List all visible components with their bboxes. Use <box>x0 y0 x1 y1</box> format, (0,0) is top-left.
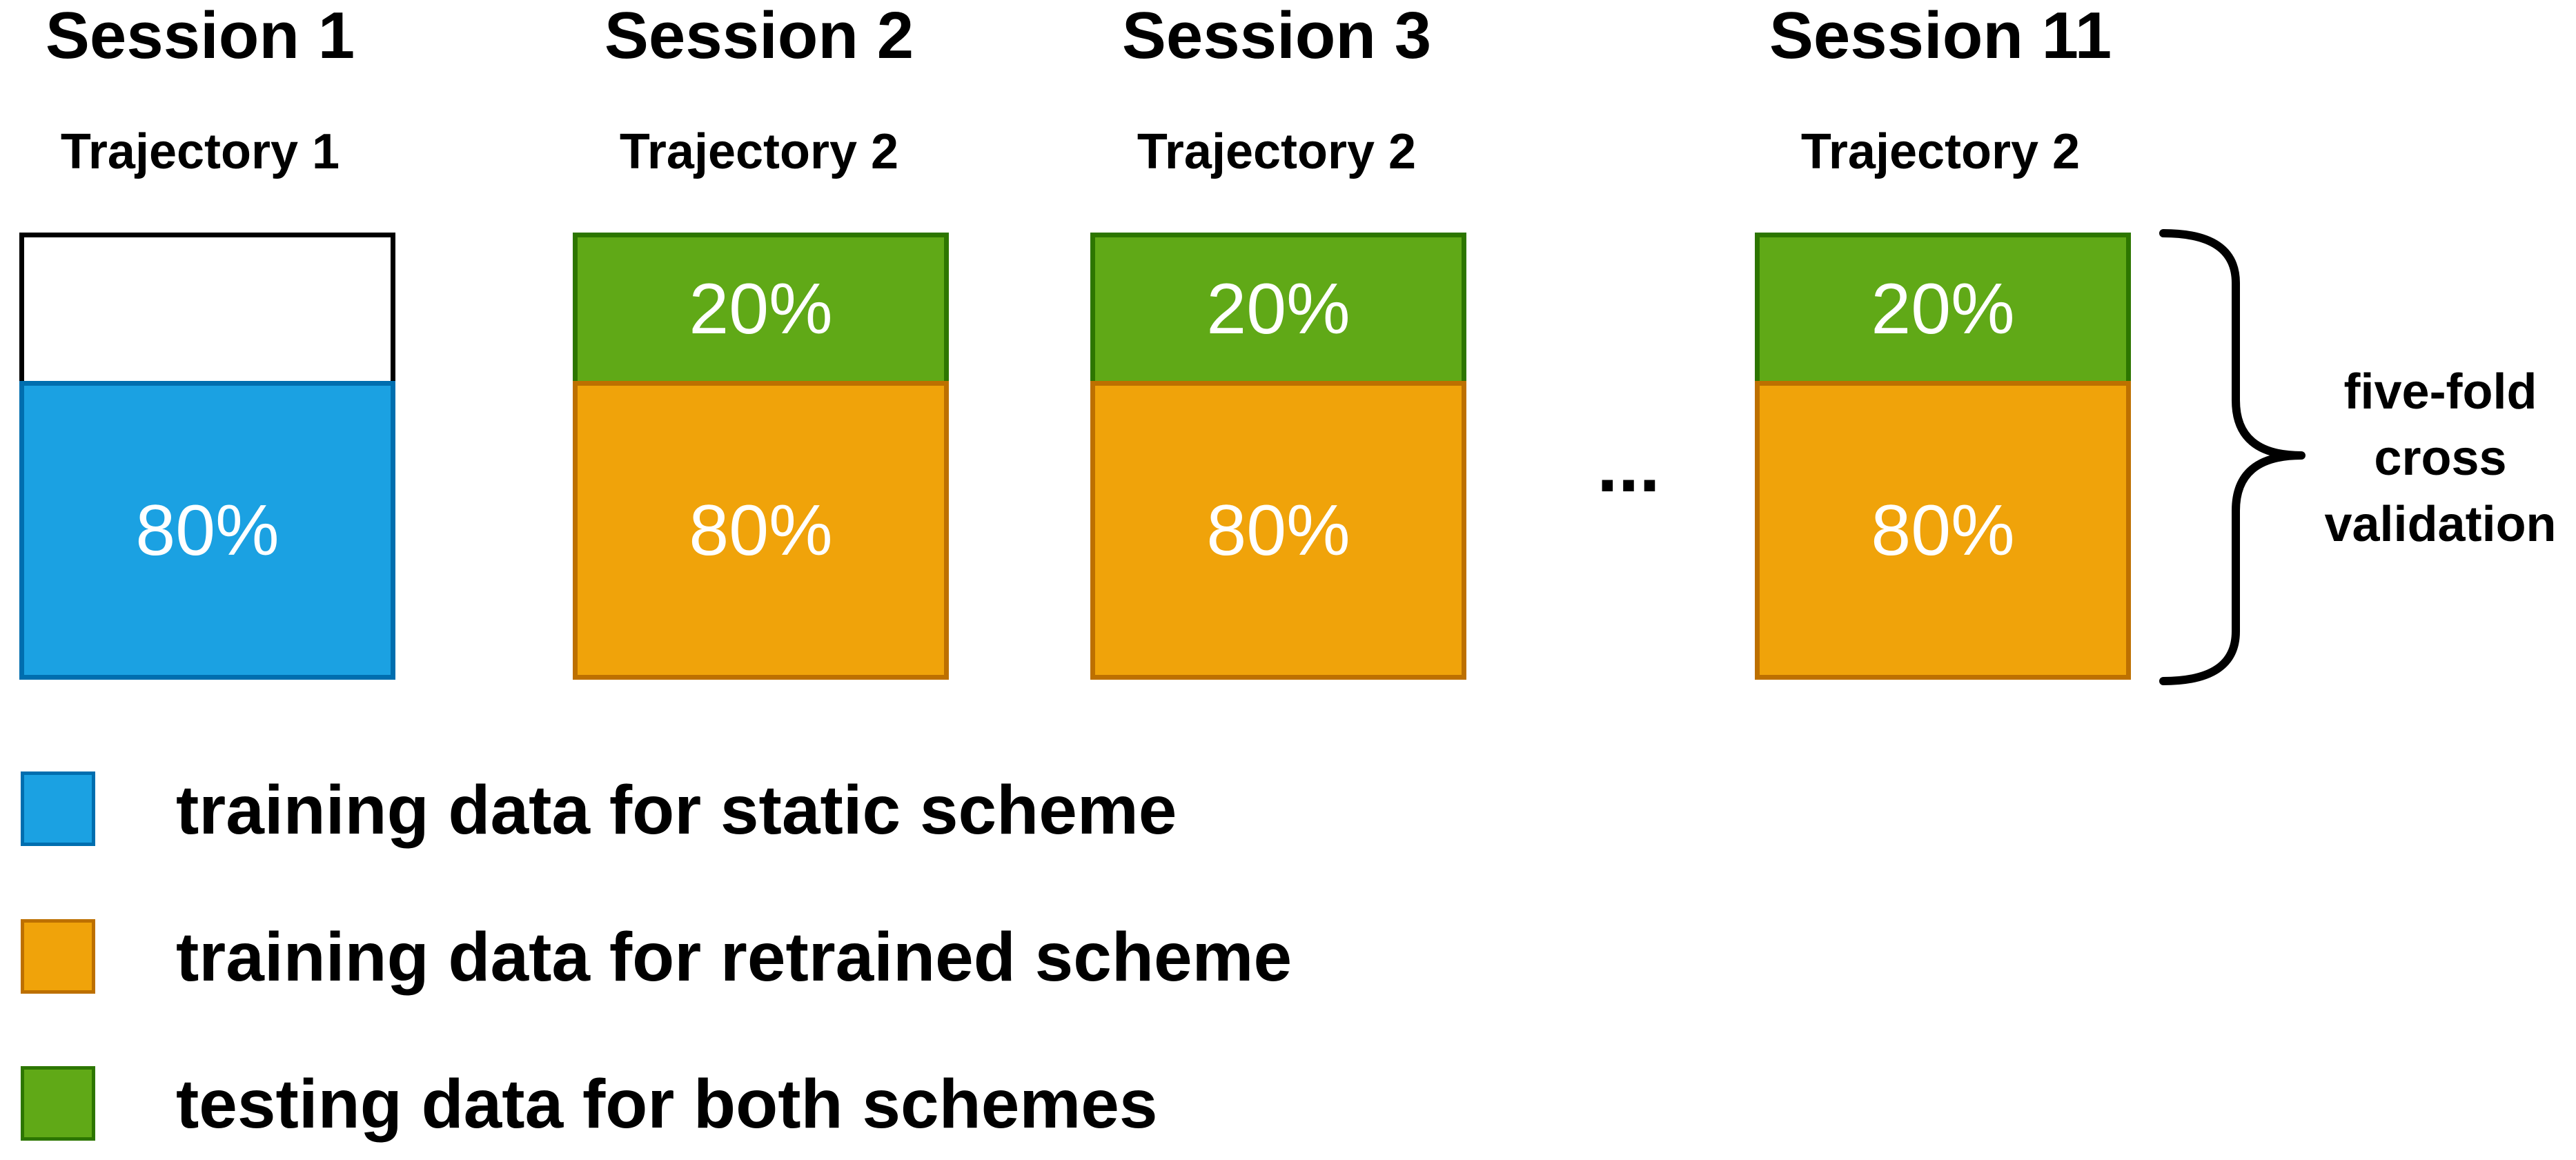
session-11-trajectory: Trajectory 2 <box>1800 124 2081 179</box>
cross-validation-label-line-2: cross <box>2374 431 2507 486</box>
session-1-trajectory: Trajectory 1 <box>60 124 340 179</box>
cross-validation-label-line-3: validation <box>2324 497 2557 552</box>
session-3-bar: 20% 80% <box>1090 233 1466 680</box>
session-11-bar: 20% 80% <box>1755 233 2131 680</box>
session-11-title: Session 11 <box>1769 0 2112 72</box>
session-2-testing-segment: 20% <box>573 233 949 386</box>
session-3-testing-segment: 20% <box>1090 233 1466 386</box>
legend-label-retrained-training: training data for retrained scheme <box>176 918 1292 996</box>
session-2-trajectory: Trajectory 2 <box>619 124 899 179</box>
session-2-training-segment: 80% <box>573 381 949 680</box>
ellipsis: ... <box>1597 423 1660 508</box>
session-1-bar: 80% <box>19 233 395 680</box>
session-3-trajectory: Trajectory 2 <box>1137 124 1417 179</box>
session-3-training-segment: 80% <box>1090 381 1466 680</box>
session-11-training-segment: 80% <box>1755 381 2131 680</box>
session-3-title: Session 3 <box>1121 0 1432 72</box>
session-2-bar: 20% 80% <box>573 233 949 680</box>
session-1-empty-segment <box>19 233 395 386</box>
legend-swatch-testing <box>21 1066 95 1141</box>
curly-brace <box>2159 229 2305 685</box>
cross-validation-label-line-1: five-fold <box>2343 364 2537 420</box>
legend-label-testing: testing data for both schemes <box>176 1065 1158 1143</box>
session-11-testing-segment: 20% <box>1755 233 2131 386</box>
session-2-title: Session 2 <box>604 0 914 72</box>
session-1-training-segment: 80% <box>19 381 395 680</box>
legend-swatch-static-training <box>21 771 95 846</box>
cross-validation-label: five-fold cross validation <box>2305 359 2576 558</box>
legend-label-static-training: training data for static scheme <box>176 771 1177 849</box>
legend-swatch-retrained-training <box>21 919 95 994</box>
session-1-title: Session 1 <box>45 0 355 72</box>
